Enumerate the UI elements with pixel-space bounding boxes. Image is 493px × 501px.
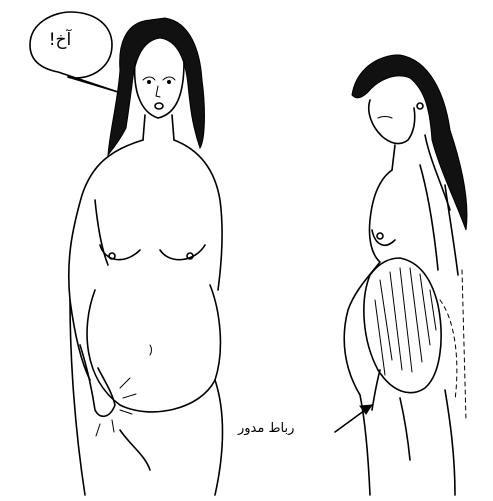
uterus-texture — [375, 268, 436, 375]
round-ligament — [372, 370, 380, 410]
speech-bubble-text: آخ! — [32, 30, 88, 50]
left-nose — [156, 86, 160, 97]
left-body-outline — [69, 140, 222, 380]
left-belly-line — [150, 345, 152, 355]
uterus-cutaway — [364, 258, 441, 393]
pregnant-woman-cutaway-icon — [335, 55, 467, 495]
left-neck — [143, 115, 174, 140]
round-ligament-label: رباط مدور — [238, 421, 338, 436]
pregnant-woman-pain-icon — [69, 18, 223, 495]
left-mouth — [155, 103, 163, 109]
right-hair — [352, 55, 467, 230]
left-belly — [87, 285, 220, 412]
right-earring — [417, 103, 423, 109]
left-hair — [108, 18, 204, 155]
right-face — [369, 100, 415, 144]
speech-bubble-icon — [30, 12, 118, 92]
right-breast — [372, 230, 395, 245]
section-lines — [440, 270, 466, 420]
right-eye — [378, 117, 392, 119]
left-eye-left — [143, 77, 155, 80]
right-lower-body — [360, 390, 455, 495]
left-pupil-2 — [167, 80, 171, 84]
left-eye-right — [163, 77, 175, 80]
right-nipple — [377, 233, 383, 239]
left-pupil-1 — [147, 80, 151, 84]
